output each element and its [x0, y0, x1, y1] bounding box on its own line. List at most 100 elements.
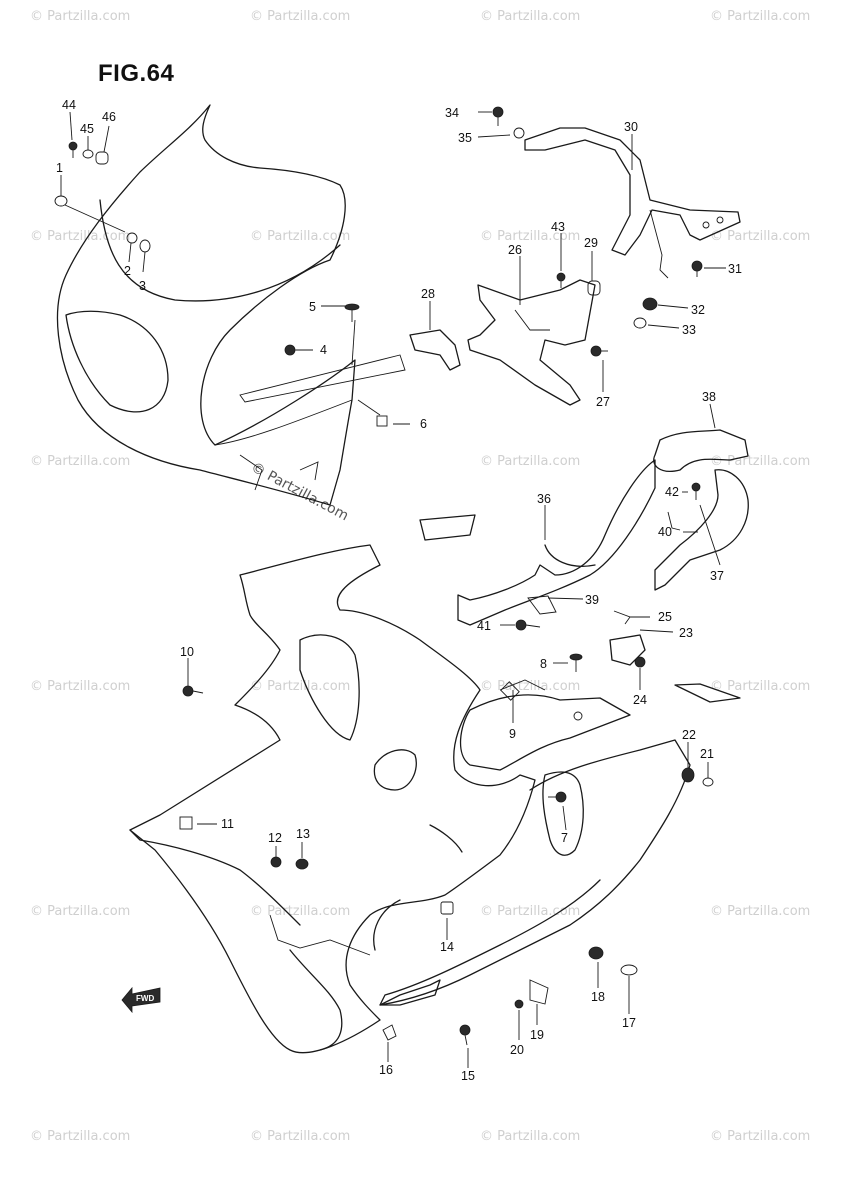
- callout-4: 4: [320, 343, 327, 357]
- callout-41: 41: [477, 619, 491, 633]
- grommet-icon: [95, 151, 109, 165]
- watermark-text: © Partzilla.com: [710, 229, 810, 244]
- clip-nut-icon: [440, 901, 454, 915]
- callout-22: 22: [682, 728, 696, 742]
- clamp-icon: [667, 511, 681, 531]
- callout-16: 16: [379, 1063, 393, 1077]
- air-duct-part: [419, 429, 749, 626]
- washer-icon: [513, 127, 525, 139]
- watermark-text: © Partzilla.com: [250, 229, 350, 244]
- callout-28: 28: [421, 287, 435, 301]
- watermark-text: © Partzilla.com: [710, 679, 810, 694]
- clip-icon: [613, 610, 631, 625]
- clip-icon: [382, 1024, 397, 1041]
- screw-icon: [54, 195, 68, 207]
- watermark-text: © Partzilla.com: [30, 904, 130, 919]
- screw-icon: [556, 272, 566, 288]
- watermark-text: © Partzilla.com: [710, 904, 810, 919]
- screw-icon: [459, 1024, 471, 1046]
- bolt-icon: [514, 999, 524, 1009]
- callout-31: 31: [728, 262, 742, 276]
- callout-13: 13: [296, 827, 310, 841]
- callout-2: 2: [124, 264, 131, 278]
- callout-11: 11: [221, 817, 234, 831]
- watermark-text: © Partzilla.com: [480, 1129, 580, 1144]
- callout-14: 14: [440, 940, 454, 954]
- watermark-text: © Partzilla.com: [710, 9, 810, 24]
- callout-7: 7: [561, 831, 568, 845]
- watermark-text: © Partzilla.com: [480, 9, 580, 24]
- upper-cowling-part: [56, 104, 406, 506]
- callout-26: 26: [508, 243, 522, 257]
- callout-45: 45: [80, 122, 94, 136]
- callout-12: 12: [268, 831, 282, 845]
- callout-1: 1: [56, 161, 63, 175]
- inner-panel-part: [459, 679, 631, 771]
- fasteners-layer: [54, 106, 714, 1046]
- bolt-icon: [492, 106, 504, 126]
- callout-46: 46: [102, 110, 116, 124]
- watermark-text: © Partzilla.com: [710, 454, 810, 469]
- watermark-text: © Partzilla.com: [250, 904, 350, 919]
- callout-10: 10: [180, 645, 194, 659]
- callout-29: 29: [584, 236, 598, 250]
- callout-27: 27: [596, 395, 610, 409]
- callout-25: 25: [658, 610, 672, 624]
- watermark-text: © Partzilla.com: [250, 9, 350, 24]
- bolt-icon: [634, 656, 646, 668]
- callout-19: 19: [530, 1028, 544, 1042]
- bolt-icon: [590, 345, 608, 357]
- callout-42: 42: [665, 485, 679, 499]
- bracket-icon: [529, 979, 549, 1005]
- bolt-icon: [691, 260, 703, 277]
- watermark-text: © Partzilla.com: [480, 454, 580, 469]
- lower-cowling-part: [129, 544, 536, 1054]
- callout-33: 33: [682, 323, 696, 337]
- under-cowling-part: [379, 739, 691, 1006]
- grommet-icon: [642, 297, 658, 311]
- callout-21: 21: [700, 747, 714, 761]
- bolt-icon: [270, 856, 282, 868]
- screw-icon: [569, 653, 583, 672]
- grommet-icon: [588, 946, 604, 960]
- collar-icon: [681, 767, 695, 783]
- callout-43: 43: [551, 220, 565, 234]
- bolt-icon: [548, 791, 567, 803]
- fwd-arrow-icon: FWD: [121, 986, 161, 1014]
- watermark-text: © Partzilla.com: [480, 904, 580, 919]
- watermark-text: © Partzilla.com: [30, 1129, 130, 1144]
- callout-35: 35: [458, 131, 472, 145]
- callout-38: 38: [702, 390, 716, 404]
- callout-24: 24: [633, 693, 647, 707]
- watermark-text: © Partzilla.com: [30, 454, 130, 469]
- figure-title: FIG.64: [98, 60, 175, 87]
- callout-17: 17: [622, 1016, 636, 1030]
- cowling-stay-part: [524, 127, 741, 279]
- watermark-text: © Partzilla.com: [250, 1129, 350, 1144]
- callout-37: 37: [710, 569, 724, 583]
- clip-nut-icon: [376, 415, 388, 427]
- collar-icon: [633, 317, 647, 329]
- meter-bracket-part: [409, 279, 596, 406]
- screw-icon: [620, 964, 638, 976]
- watermark-text: © Partzilla.com: [710, 1129, 810, 1144]
- watermark-text: © Partzilla.com: [250, 679, 350, 694]
- callout-18: 18: [591, 990, 605, 1004]
- bolt-icon: [182, 685, 204, 697]
- watermark-text: © Partzilla.com: [30, 229, 130, 244]
- callout-40: 40: [658, 525, 672, 539]
- screw-icon: [344, 303, 360, 322]
- bolt-icon: [515, 619, 541, 631]
- callout-6: 6: [420, 417, 427, 431]
- leader-lines: [60, 111, 726, 1068]
- callout-34: 34: [445, 106, 459, 120]
- watermark-text: © Partzilla.com: [480, 679, 580, 694]
- clip-nut-icon: [179, 816, 193, 830]
- callout-5: 5: [309, 300, 316, 314]
- callout-30: 30: [624, 120, 638, 134]
- callout-9: 9: [509, 727, 516, 741]
- callout-36: 36: [537, 492, 551, 506]
- callout-8: 8: [540, 657, 547, 671]
